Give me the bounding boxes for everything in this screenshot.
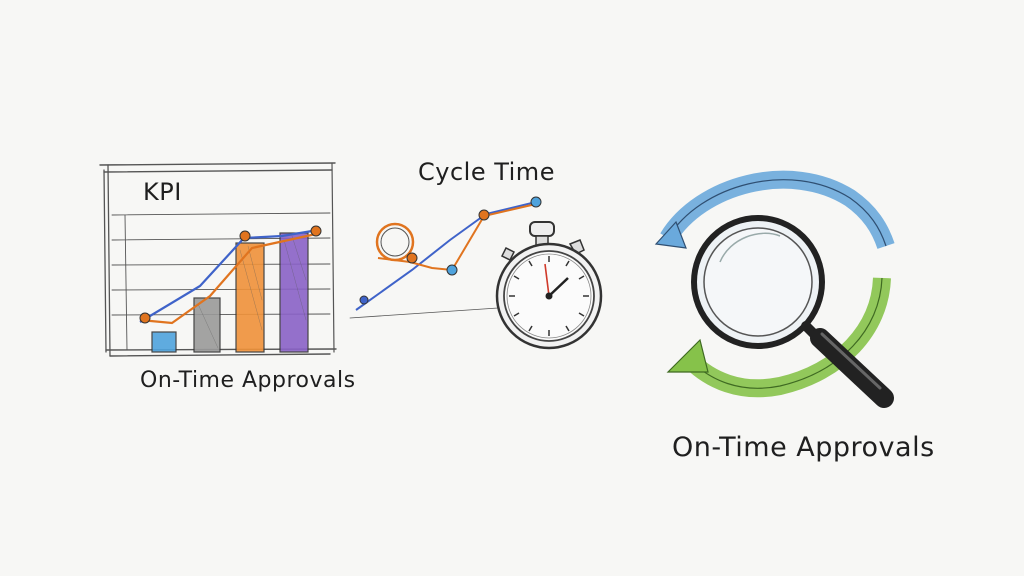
- stopwatch-icon: [495, 221, 603, 350]
- kpi-trend-lines: [139, 225, 322, 325]
- on-time-approvals-label-left: On-Time Approvals: [140, 368, 356, 393]
- kpi-label: KPI: [143, 178, 182, 206]
- kpi-bars: [151, 232, 309, 353]
- bar-purple: [279, 232, 309, 353]
- magnifying-glass-icon: [691, 215, 894, 408]
- cycle-time-label: Cycle Time: [418, 158, 555, 186]
- cycle-trend-icon: [349, 196, 542, 319]
- on-time-approvals-label-right: On-Time Approvals: [672, 432, 935, 463]
- bar-orange: [235, 242, 265, 353]
- bar-blue: [151, 331, 177, 353]
- cycle-arrows-icon: [654, 170, 895, 398]
